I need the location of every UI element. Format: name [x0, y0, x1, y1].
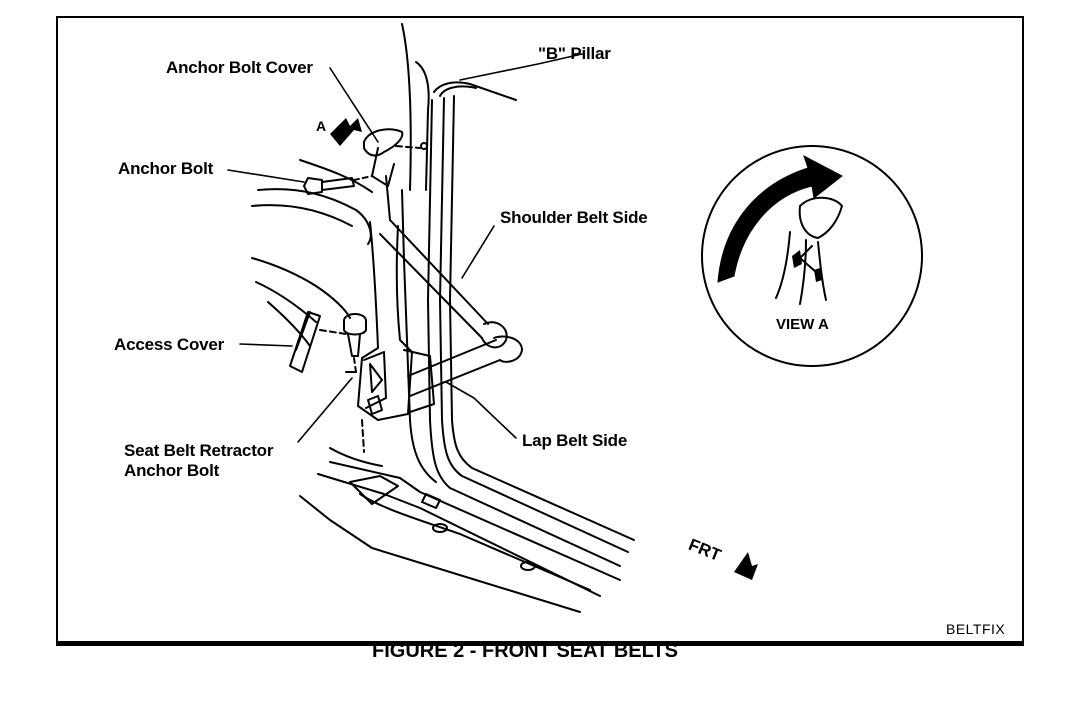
- label-shoulder-belt-side: Shoulder Belt Side: [500, 208, 648, 227]
- shoulder-belt: [379, 219, 508, 349]
- view-a-circle: [701, 145, 923, 367]
- b-pillar-outline: [401, 23, 635, 567]
- label-access-cover: Access Cover: [114, 335, 225, 354]
- view-a-arrow: [717, 154, 843, 283]
- label-seat-belt-retractor: Seat Belt Retractor: [124, 441, 274, 460]
- access-cover: [289, 311, 347, 373]
- anchor-bolt: [303, 175, 373, 195]
- quarter-trim: [251, 159, 383, 467]
- label-b-pillar: "B" Pillar: [538, 44, 611, 63]
- leader-lines: [227, 53, 583, 443]
- label-lap-belt-side: Lap Belt Side: [522, 431, 628, 450]
- retractor-body: [357, 147, 435, 421]
- label-anchor-bolt-cover: Anchor Bolt Cover: [166, 58, 313, 77]
- figure-caption: FIGURE 2 - FRONT SEAT BELTS: [372, 640, 678, 662]
- retractor-anchor-bolt: [343, 313, 367, 453]
- sill-outline: [299, 461, 621, 613]
- label-anchor-bolt: Anchor Bolt: [118, 159, 214, 178]
- label-retractor-anchor-bolt: Anchor Bolt: [124, 461, 220, 480]
- frt-arrow: [734, 552, 758, 580]
- lap-belt: [407, 335, 523, 397]
- anchor-bolt-cover: [363, 128, 404, 157]
- view-direction-arrow: [330, 118, 362, 146]
- view-a-marker-letter: A: [316, 118, 327, 134]
- label-view-a: VIEW A: [776, 316, 829, 333]
- figure-frame: [56, 16, 1024, 646]
- figure-code: BELTFIX: [946, 621, 1006, 637]
